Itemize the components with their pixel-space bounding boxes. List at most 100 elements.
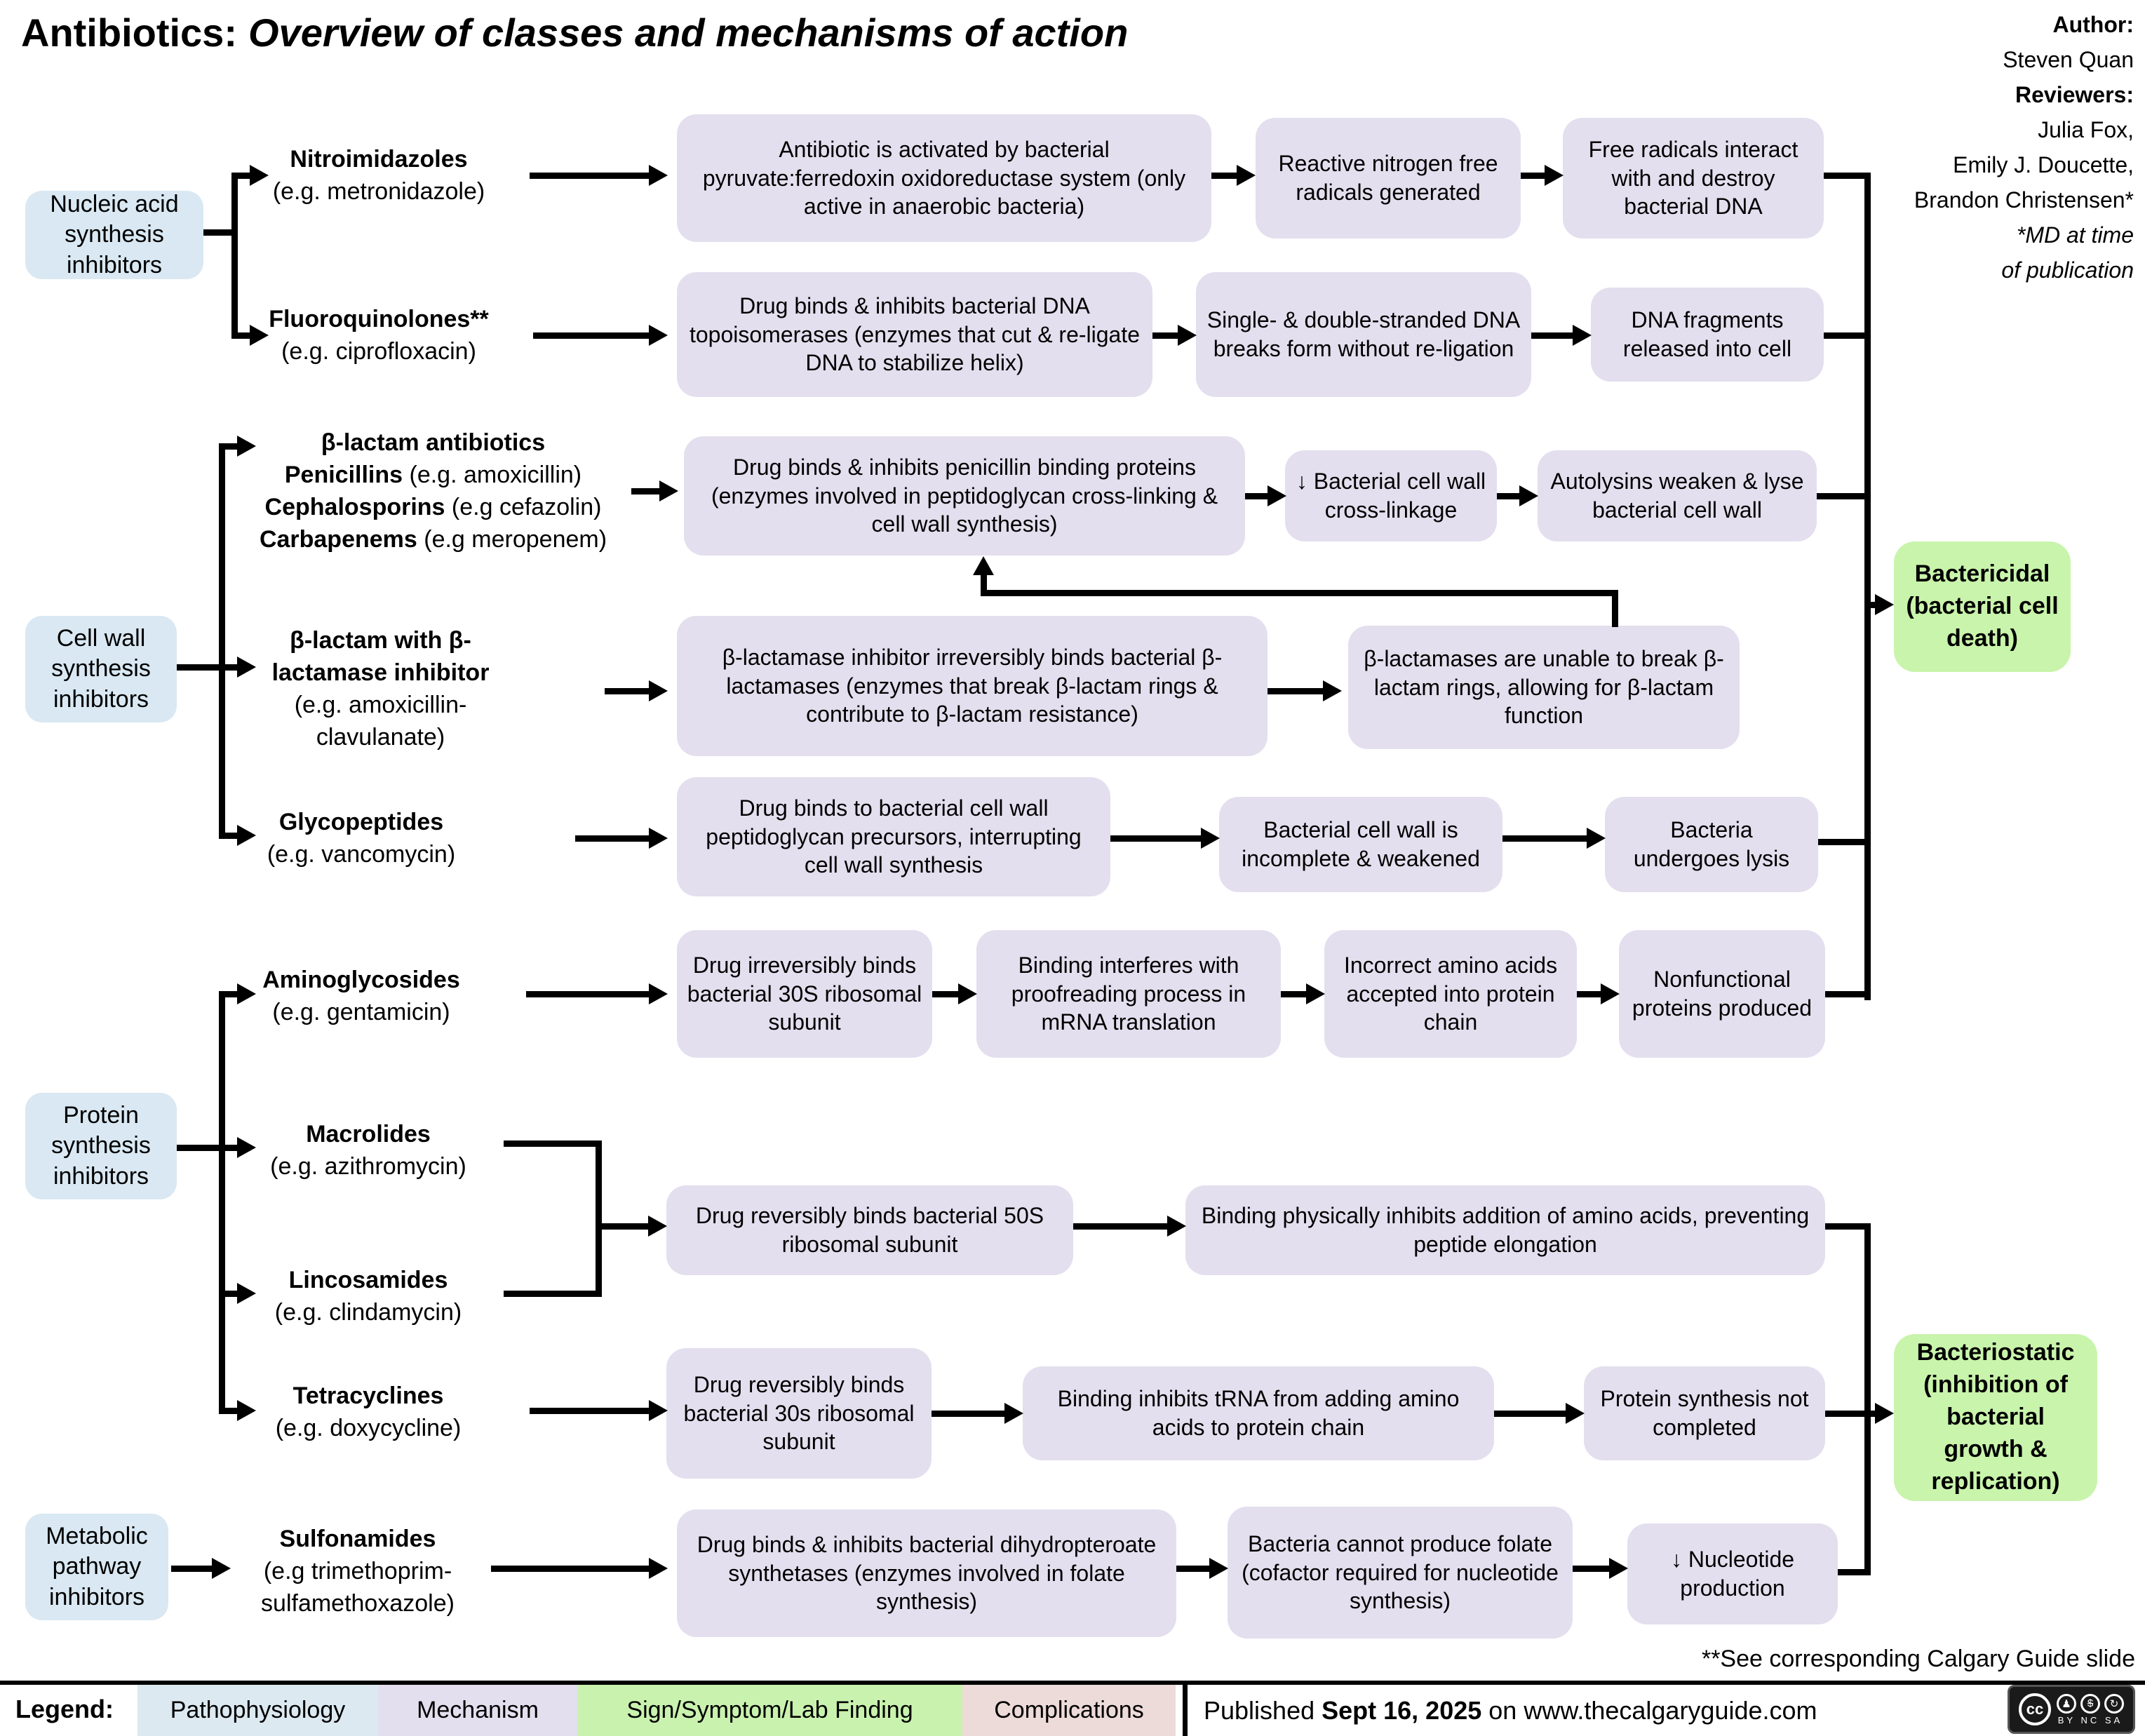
mechanism-radicals-destroy-dna: Free radicals interact with and destroy … [1563, 118, 1824, 238]
flow-line [1825, 1223, 1871, 1230]
flow-line [1531, 332, 1573, 339]
mechanism-lactamases-unable: β-lactamases are unable to break β-lacta… [1348, 626, 1740, 749]
flow-line [1245, 493, 1268, 499]
mechanism-binds-30s-irreversibly: Drug irreversibly binds bacterial 30S ri… [677, 930, 932, 1058]
drug-class-line: β-lactam with β- [249, 624, 512, 657]
flow-line [1825, 1411, 1875, 1417]
flow-line [1110, 835, 1201, 842]
drug-class-name: Tetracyclines [292, 1382, 444, 1409]
flow-line [219, 991, 237, 997]
drug-class-beta-lactam-with-inhibitor: β-lactam with β- lactamase inhibitor (e.… [249, 624, 512, 753]
drug-class-line: (e.g. doxycycline) [231, 1412, 505, 1444]
flow-line [219, 443, 225, 839]
flow-line [504, 1291, 602, 1297]
mechanism-inhibits-trna: Binding inhibits tRNA from adding amino … [1023, 1366, 1494, 1460]
flow-line [491, 1566, 649, 1572]
drug-class-name: β-lactam with β- [290, 627, 471, 654]
flow-line [177, 1145, 222, 1151]
arrowhead [1587, 828, 1606, 849]
arrowhead [1201, 828, 1220, 849]
drug-class-line: (e.g. azithromycin) [231, 1150, 505, 1183]
flow-line [1494, 1411, 1566, 1417]
mechanism-inhibits-pbp: Drug binds & inhibits penicillin binding… [684, 436, 1245, 556]
drug-class-line: clavulanate) [249, 721, 512, 753]
drug-class-aminoglycosides: Aminoglycosides (e.g. gentamicin) [228, 964, 495, 1028]
cc-license-badge: cc ♟ $ ↻ BY NC SA [2008, 1685, 2135, 1734]
drug-class-example: (e.g. vancomycin) [267, 841, 456, 868]
drug-class-name: Aminoglycosides [262, 967, 460, 993]
page-title: Antibiotics:Overview of classes and mech… [21, 10, 1128, 55]
drug-class-line: Cephalosporins (e.g cefazolin) [242, 491, 624, 523]
drug-class-nitroimidazoles: Nitroimidazoles (e.g. metronidazole) [246, 143, 512, 208]
category-cell-wall-synthesis-inhibitors: Cell wall synthesis inhibitors [25, 616, 177, 722]
drug-class-name: Sulfonamides [279, 1526, 436, 1552]
drug-class-name: Lincosamides [288, 1267, 448, 1293]
legend-label: Legend: [15, 1695, 114, 1723]
flow-line [932, 1411, 1004, 1417]
flow-line [530, 1408, 649, 1414]
mechanism-decreased-nucleotide-production: ↓ Nucleotide production [1627, 1523, 1838, 1624]
page-title-subtitle: Overview of classes and mechanisms of ac… [248, 11, 1129, 55]
flow-line [1817, 493, 1871, 499]
arrowhead [237, 436, 256, 457]
arrowhead [649, 983, 668, 1004]
published-line: Published Sept 16, 2025 on www.thecalgar… [1204, 1696, 1817, 1725]
arrowhead [1167, 1216, 1186, 1237]
arrowhead [1601, 983, 1620, 1004]
dollar-strike-icon: $ [2087, 1697, 2094, 1709]
drug-class-example: (e.g. doxycycline) [275, 1415, 462, 1441]
arrowhead [649, 828, 668, 849]
outcome-bacteriostatic: Bacteriostatic (inhibition of bacterial … [1894, 1334, 2097, 1501]
drug-class-sulfonamides: Sulfonamides (e.g trimethoprim- sulfamet… [228, 1523, 488, 1620]
drug-class-line: lactamase inhibitor [249, 657, 512, 689]
drug-class-tetracyclines: Tetracyclines (e.g. doxycycline) [231, 1380, 505, 1444]
mechanism-incorrect-amino-acids: Incorrect amino acids accepted into prot… [1324, 930, 1577, 1058]
flow-line [1176, 1566, 1209, 1572]
arrowhead [1875, 594, 1894, 615]
mechanism-no-folate: Bacteria cannot produce folate (cofactor… [1228, 1507, 1573, 1639]
arrowhead [1004, 1403, 1023, 1424]
flow-line [596, 1223, 648, 1230]
drug-class-example: (e.g. metronidazole) [272, 178, 485, 205]
arrowhead [1609, 1558, 1628, 1579]
reviewer-name: Julia Fox, [2038, 117, 2134, 142]
arrowhead [649, 165, 668, 186]
flow-line [177, 664, 222, 671]
drug-class-glycopeptides: Glycopeptides (e.g. vancomycin) [235, 806, 488, 870]
mechanism-decreased-crosslinkage: ↓ Bacterial cell wall cross-linkage [1285, 450, 1497, 541]
mechanism-bacteria-lysis: Bacteria undergoes lysis [1605, 797, 1818, 892]
flow-line [219, 833, 237, 839]
arrowhead [212, 1558, 231, 1579]
drug-class-line: Tetracyclines [231, 1380, 505, 1412]
drug-class-beta-lactams: β-lactam antibiotics Penicillins (e.g. a… [242, 426, 624, 556]
flow-line [575, 835, 649, 842]
drug-class-name: Carbapenems [259, 526, 417, 553]
drug-class-line: Fluoroquinolones** [242, 303, 516, 335]
category-metabolic-pathway-inhibitors: Metabolic pathway inhibitors [25, 1514, 168, 1620]
flow-line [1864, 1223, 1871, 1575]
published-prefix: Published [1204, 1696, 1322, 1725]
mechanism-proofreading-interference: Binding interferes with proofreading pro… [976, 930, 1281, 1058]
drug-class-example: (e.g trimethoprim- [263, 1558, 452, 1584]
legend-item-complications: Complications [962, 1685, 1176, 1736]
mechanism-inhibits-elongation: Binding physically inhibits addition of … [1185, 1185, 1825, 1275]
drug-class-line: Glycopeptides [235, 806, 488, 838]
flow-line [530, 173, 649, 179]
drug-class-name: β-lactam antibiotics [321, 429, 546, 456]
flow-line [219, 991, 225, 1413]
drug-class-example: (e.g. clindamycin) [274, 1299, 462, 1326]
reviewer-name: Brandon Christensen* [1914, 187, 2134, 213]
drug-class-name: Macrolides [306, 1121, 431, 1148]
md-note-line: *MD at time [2016, 222, 2134, 248]
flow-line [203, 229, 234, 236]
reviewers-label: Reviewers: [2015, 82, 2134, 107]
drug-class-line: (e.g. gentamicin) [228, 996, 495, 1028]
arrowhead [250, 325, 269, 346]
arrowhead [237, 1400, 256, 1421]
mechanism-inhibits-dihydropteroate-synthetases: Drug binds & inhibits bacterial dihydrop… [677, 1509, 1176, 1637]
flow-line [231, 173, 238, 338]
drug-class-name: Nitroimidazoles [290, 146, 468, 173]
category-protein-synthesis-inhibitors: Protein synthesis inhibitors [25, 1093, 177, 1199]
drug-class-example: (e.g. amoxicillin) [403, 462, 582, 488]
arrowhead [237, 1283, 256, 1304]
